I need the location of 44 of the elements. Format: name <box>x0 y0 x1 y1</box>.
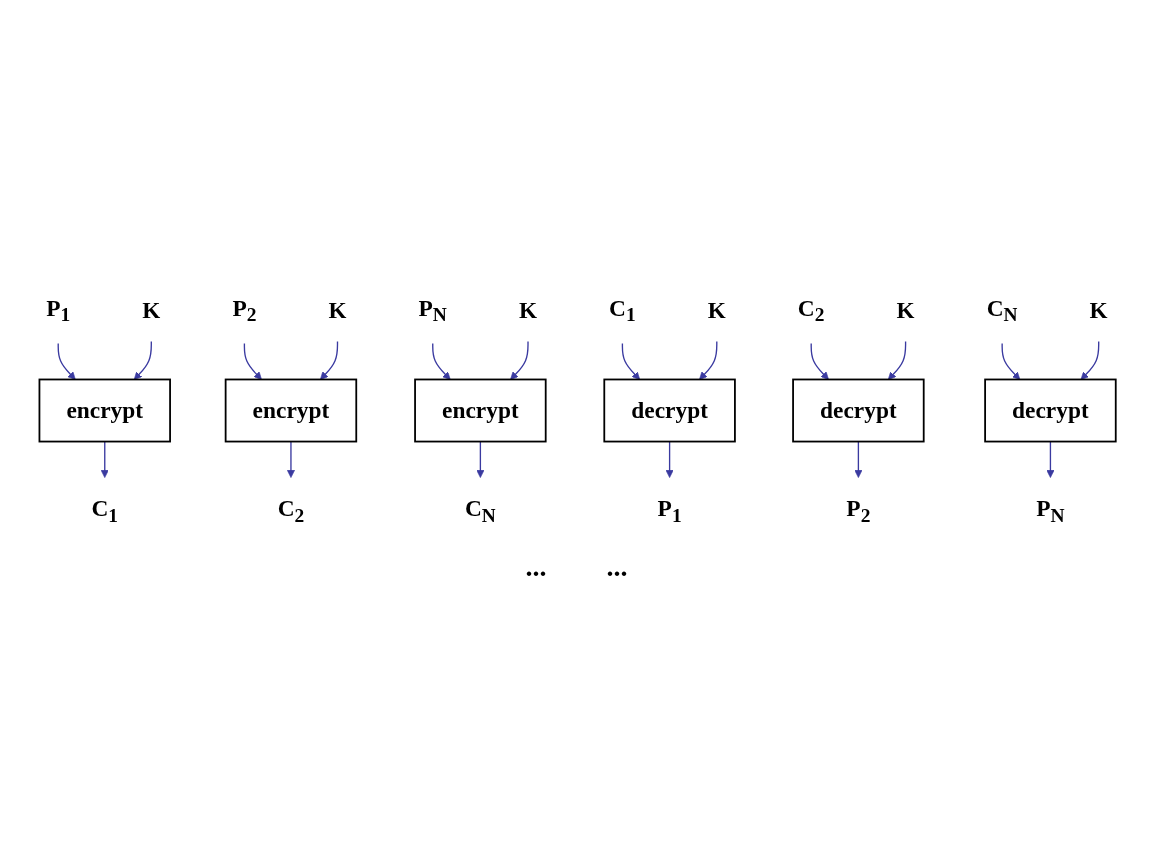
arrow <box>1045 440 1054 478</box>
node-box: encrypt <box>224 378 357 443</box>
arrow <box>810 342 829 380</box>
arrow <box>509 340 529 380</box>
node-text: C$_{1}$ <box>90 495 118 527</box>
arrow <box>319 340 338 380</box>
node-box: encrypt <box>413 378 547 443</box>
node-text: K <box>707 297 726 324</box>
node-text: P$_{N}$ <box>418 295 447 326</box>
node-text: K <box>1089 297 1108 324</box>
node-text: P$_{2}$ <box>845 495 870 527</box>
node-box: decrypt <box>791 378 925 443</box>
node-box: decrypt <box>983 378 1117 443</box>
node-text: C$_{2}$ <box>797 295 825 326</box>
node-text: P$_{N}$ <box>1035 495 1065 527</box>
node-text: K <box>327 297 347 324</box>
ellipsis-label: ... <box>525 551 547 583</box>
arrow <box>1080 340 1099 380</box>
node-text: K <box>518 297 537 324</box>
arrow <box>853 440 862 478</box>
node-text: P$_{2}$ <box>231 295 256 326</box>
arrow <box>665 440 674 478</box>
arrow <box>286 440 295 478</box>
arrow <box>1000 342 1020 380</box>
node-box: encrypt <box>38 378 171 443</box>
arrow <box>475 440 484 478</box>
node-text: C$_{1}$ <box>608 295 636 326</box>
arrow <box>887 340 906 380</box>
arrow <box>243 342 262 380</box>
node-text: C$_{N}$ <box>986 295 1018 326</box>
arrow <box>698 340 717 380</box>
node-text: P$_{1}$ <box>657 495 682 527</box>
node-text: C$_{2}$ <box>277 495 304 527</box>
arrow <box>621 342 640 380</box>
arrow <box>431 342 451 380</box>
node-text: C$_{N}$ <box>464 495 496 527</box>
node-box: decrypt <box>602 378 736 443</box>
node-text: K <box>895 297 915 324</box>
node-text: P$_{1}$ <box>45 295 70 326</box>
node-text: K <box>141 297 160 324</box>
arrow <box>100 440 109 478</box>
arrow <box>133 340 152 380</box>
arrow <box>57 342 76 380</box>
ellipsis-label: ... <box>606 551 628 583</box>
